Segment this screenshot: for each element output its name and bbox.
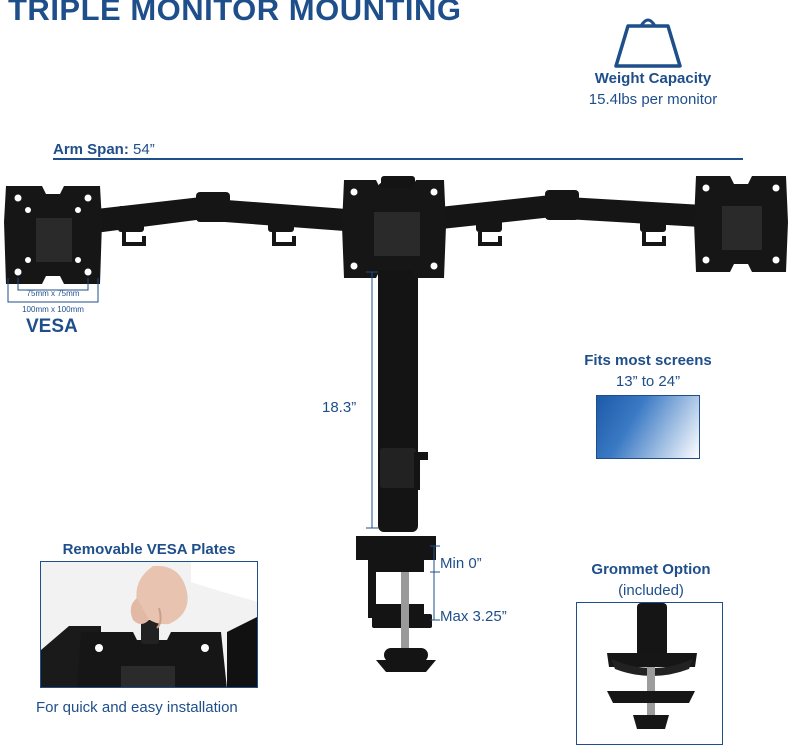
removable-plates-caption: For quick and easy installation (36, 699, 238, 716)
arm-span-label: Arm Span: (53, 141, 129, 158)
vesa-plate-left (4, 186, 102, 284)
removable-plates-drawing (41, 562, 257, 687)
mount-arms (70, 190, 720, 246)
screens-range: 13” to 24” (615, 373, 681, 390)
weight-capacity-label: Weight Capacity (594, 70, 712, 87)
weight-icon (614, 18, 682, 68)
removable-plates-photo (40, 561, 258, 688)
vesa-size-small: 75mm x 75mm (26, 289, 80, 298)
arm-span-value: 54” (133, 141, 155, 158)
arm-span-readout: Arm Span: 54” (53, 141, 155, 158)
vesa-label: VESA (26, 316, 78, 337)
pole-height-line (366, 271, 378, 529)
screens-label: Fits most screens (584, 352, 712, 369)
weight-capacity-value: 15.4lbs per monitor (588, 91, 718, 108)
grommet-photo (576, 602, 723, 745)
grommet-note: (included) (618, 582, 684, 599)
vesa-plate-right (694, 176, 788, 272)
grommet-title: Grommet Option (591, 561, 711, 578)
screen-size-swatch (596, 395, 700, 459)
desk-clamp (356, 536, 436, 672)
page-title: TRIPLE MONITOR MOUNTING (8, 0, 462, 27)
removable-plates-title: Removable VESA Plates (62, 541, 236, 558)
clamp-dimension (430, 545, 440, 621)
vesa-size-large: 100mm x 100mm (22, 305, 84, 314)
clamp-max-label: Max 3.25” (440, 608, 507, 625)
arm-span-line (53, 158, 743, 160)
vesa-plate-center (342, 180, 446, 278)
pole-height-label: 18.3” (322, 399, 357, 416)
vesa-dimension-brackets (7, 278, 99, 303)
grommet-drawing (577, 603, 722, 744)
clamp-min-label: Min 0” (440, 555, 482, 572)
